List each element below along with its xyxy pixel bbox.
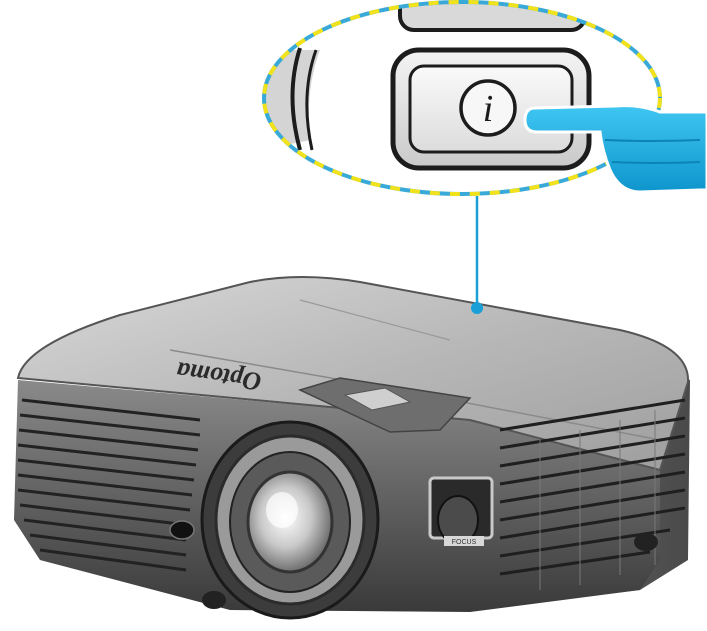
pointing-hand-icon [523, 104, 707, 194]
lens-assembly [200, 420, 380, 620]
callout-connector-dot [471, 302, 483, 314]
callout-magnified-view: i [264, 2, 660, 194]
side-label-plate [444, 536, 484, 546]
ir-sensor [169, 520, 195, 540]
foot-left [202, 591, 226, 609]
front-vents [17, 398, 201, 572]
side-vents [499, 398, 686, 576]
info-glyph: i [483, 88, 494, 130]
projector-top-panel [16, 276, 690, 472]
projector-body: FOCUS Optoma [14, 276, 690, 620]
side-label-text: FOCUS [452, 539, 477, 546]
foot-right [634, 533, 658, 551]
info-icon [459, 79, 517, 137]
